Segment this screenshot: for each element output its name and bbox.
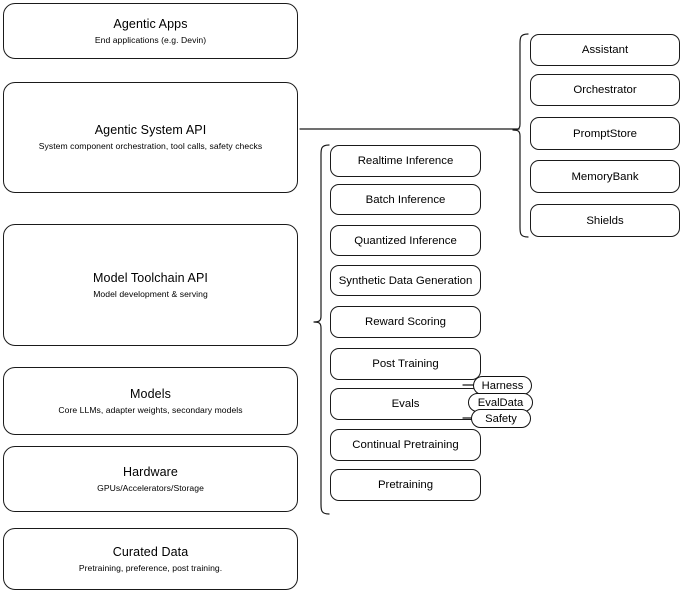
system-item-memorybank[interactable]: MemoryBank <box>530 160 680 193</box>
layer-title: Agentic Apps <box>113 16 188 31</box>
evals-tag-label: Harness <box>481 379 524 392</box>
toolchain-item-batch-inference[interactable]: Batch Inference <box>330 184 481 215</box>
toolchain-item-continual-pretraining[interactable]: Continual Pretraining <box>330 429 481 461</box>
system-item-label: PromptStore <box>573 127 637 140</box>
toolchain-item-label: Evals <box>391 398 420 410</box>
toolchain-item-label: Synthetic Data Generation <box>338 274 473 287</box>
toolchain-item-post-training[interactable]: Post Training <box>330 348 481 380</box>
evals-tag-label: Safety <box>485 412 517 425</box>
system-item-label: MemoryBank <box>571 170 639 183</box>
evals-tag-safety[interactable]: Safety <box>471 409 531 428</box>
layer-title: Models <box>130 386 171 401</box>
layer-subtitle: System component orchestration, tool cal… <box>38 141 263 151</box>
system-item-label: Assistant <box>581 44 629 56</box>
system-item-shields[interactable]: Shields <box>530 204 680 237</box>
evals-tag-label: EvalData <box>477 396 524 409</box>
layer-subtitle: Pretraining, preference, post training. <box>78 562 223 573</box>
layer-subtitle: Model development & serving <box>93 288 208 299</box>
brace-system-components <box>512 33 529 238</box>
layer-subtitle: End applications (e.g. Devin) <box>94 34 207 45</box>
toolchain-item-quantized-inference[interactable]: Quantized Inference <box>330 225 481 256</box>
system-item-assistant[interactable]: Assistant <box>530 34 680 66</box>
toolchain-item-label: Batch Inference <box>365 193 446 206</box>
layer-title: Hardware <box>123 464 178 479</box>
toolchain-item-pretraining[interactable]: Pretraining <box>330 469 481 501</box>
toolchain-item-label: Reward Scoring <box>364 316 447 328</box>
layer-subtitle: Core LLMs, adapter weights, secondary mo… <box>58 404 243 415</box>
stack-layer-agentic-apps[interactable]: Agentic Apps End applications (e.g. Devi… <box>3 3 298 59</box>
stack-layer-agentic-system-api[interactable]: Agentic System API System component orch… <box>3 82 298 193</box>
layer-subtitle: GPUs/Accelerators/Storage <box>97 482 204 493</box>
toolchain-item-label: Pretraining <box>377 479 434 491</box>
system-item-promptstore[interactable]: PromptStore <box>530 117 680 150</box>
system-item-orchestrator[interactable]: Orchestrator <box>530 74 680 106</box>
stack-layer-hardware[interactable]: Hardware GPUs/Accelerators/Storage <box>3 446 298 512</box>
stack-layer-curated-data[interactable]: Curated Data Pretraining, preference, po… <box>3 528 298 590</box>
stack-layer-models[interactable]: Models Core LLMs, adapter weights, secon… <box>3 367 298 435</box>
toolchain-item-reward-scoring[interactable]: Reward Scoring <box>330 306 481 338</box>
stack-layer-model-toolchain-api[interactable]: Model Toolchain API Model development & … <box>3 224 298 346</box>
layer-title: Curated Data <box>112 544 189 559</box>
toolchain-item-label: Post Training <box>372 358 439 370</box>
toolchain-item-label: Continual Pretraining <box>352 439 459 451</box>
system-item-label: Orchestrator <box>573 84 637 96</box>
brace-toolchain-components <box>313 144 330 515</box>
toolchain-item-label: Realtime Inference <box>357 155 454 167</box>
toolchain-item-label: Quantized Inference <box>354 234 457 247</box>
evals-tag-harness[interactable]: Harness <box>473 376 532 395</box>
evals-tag-evaldata[interactable]: EvalData <box>468 393 533 412</box>
layer-title: Model Toolchain API <box>93 270 208 285</box>
toolchain-item-synthetic-data-generation[interactable]: Synthetic Data Generation <box>330 265 481 296</box>
toolchain-item-evals[interactable]: Evals <box>330 388 481 420</box>
layer-title: Agentic System API <box>94 123 207 137</box>
system-item-label: Shields <box>586 214 624 227</box>
toolchain-item-realtime-inference[interactable]: Realtime Inference <box>330 145 481 177</box>
